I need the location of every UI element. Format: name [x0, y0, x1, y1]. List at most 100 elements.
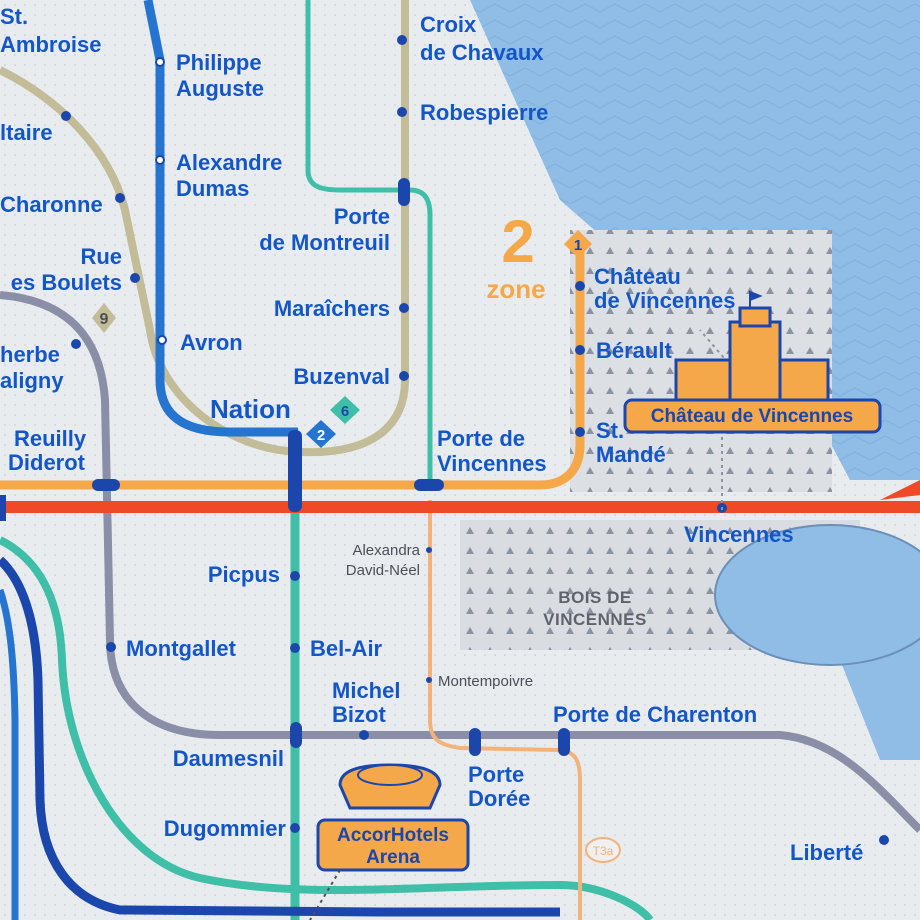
- station-label[interactable]: Philippe: [176, 50, 262, 75]
- station-label[interactable]: David-Néel: [346, 562, 420, 579]
- station-label[interactable]: Porte: [468, 762, 524, 787]
- teal-curve-lower-left: [0, 536, 654, 920]
- station-label[interactable]: ltaire: [0, 120, 53, 145]
- station-label[interactable]: Bérault: [596, 338, 672, 363]
- arena-label-line1: AccorHotels: [337, 825, 449, 846]
- vincennes-bar: [0, 495, 6, 521]
- bois-label-line2: VINCENNES: [543, 610, 647, 629]
- station-dot[interactable]: [426, 677, 432, 683]
- station-label[interactable]: Montempoivre: [438, 673, 533, 690]
- station-dot[interactable]: [130, 273, 140, 283]
- station-label[interactable]: Montgallet: [126, 636, 237, 661]
- station-label[interactable]: herbe: [0, 342, 60, 367]
- station-label[interactable]: Mandé: [596, 442, 666, 467]
- line-1-badge: 1: [564, 230, 592, 258]
- station-label[interactable]: Auguste: [176, 76, 264, 101]
- grey-line-9: [0, 291, 920, 833]
- station-label[interactable]: es Boulets: [11, 270, 122, 295]
- zone-label: zone: [486, 274, 545, 304]
- bel-air-transfer[interactable]: [290, 722, 302, 748]
- station-dot[interactable]: [155, 155, 165, 165]
- station-label[interactable]: Charonne: [0, 192, 103, 217]
- zone-number: 2: [501, 208, 534, 275]
- station-label[interactable]: Maraîchers: [274, 296, 390, 321]
- station-label-nation[interactable]: Nation: [210, 394, 291, 424]
- badge-text: 1: [574, 237, 582, 254]
- station-label[interactable]: Bizot: [332, 702, 386, 727]
- station-dot[interactable]: [157, 335, 167, 345]
- station-label[interactable]: Porte de: [437, 426, 525, 451]
- porte-doree-transfer[interactable]: [469, 728, 481, 756]
- station-dot[interactable]: [575, 345, 585, 355]
- station-label[interactable]: Diderot: [8, 450, 86, 475]
- station-label[interactable]: Dugommier: [164, 816, 287, 841]
- station-dot[interactable]: [399, 371, 409, 381]
- station-dot[interactable]: [399, 303, 409, 313]
- badge-text: 9: [100, 311, 109, 328]
- orange-line-1: [0, 245, 585, 490]
- station-dot[interactable]: [115, 193, 125, 203]
- station-label[interactable]: Daumesnil: [173, 746, 284, 771]
- station-label[interactable]: Rue: [80, 244, 122, 269]
- station-label[interactable]: Dorée: [468, 786, 530, 811]
- station-label[interactable]: de Chavaux: [420, 40, 544, 65]
- station-dot[interactable]: [879, 835, 889, 845]
- station-dot[interactable]: [106, 642, 116, 652]
- line-2-badge: 2: [306, 420, 336, 448]
- orange-tram-t3a: [428, 500, 582, 920]
- station-label[interactable]: de Montreuil: [259, 230, 390, 255]
- arena-landmark[interactable]: AccorHotels Arena: [309, 763, 470, 920]
- station-label[interactable]: Vincennes: [684, 522, 794, 547]
- station-label[interactable]: Buzenval: [293, 364, 390, 389]
- station-label[interactable]: Ambroise: [0, 32, 101, 57]
- station-label[interactable]: Alexandre: [176, 150, 282, 175]
- station-label[interactable]: de Vincennes: [594, 288, 735, 313]
- station-label[interactable]: Croix: [420, 12, 477, 37]
- station-dot[interactable]: [290, 823, 300, 833]
- line-6-badge: 6: [330, 396, 360, 424]
- station-dot[interactable]: [575, 427, 585, 437]
- station-label[interactable]: Liberté: [790, 840, 863, 865]
- navy-line-curve-2: [0, 588, 19, 920]
- station-label[interactable]: Picpus: [208, 562, 280, 587]
- station-dot[interactable]: [575, 281, 585, 291]
- line-9-badge: 9: [92, 303, 116, 333]
- lake: [714, 524, 920, 666]
- station-dot[interactable]: [61, 111, 71, 121]
- station-label[interactable]: Vincennes: [437, 451, 547, 476]
- station-label[interactable]: Porte de Charenton: [553, 702, 757, 727]
- station-label[interactable]: St.: [596, 418, 624, 443]
- badge-text: 6: [341, 403, 349, 420]
- station-dot[interactable]: [155, 57, 165, 67]
- station-label[interactable]: Avron: [180, 330, 243, 355]
- station-label[interactable]: Dumas: [176, 176, 249, 201]
- porte-de-vincennes-transfer[interactable]: [414, 479, 444, 491]
- station-dot[interactable]: [397, 107, 407, 117]
- station-label[interactable]: Michel: [332, 678, 400, 703]
- porte-de-montreuil-transfer[interactable]: [398, 178, 410, 206]
- nation-interchange[interactable]: [288, 430, 302, 512]
- badge-text: 2: [317, 427, 325, 444]
- station-label[interactable]: aligny: [0, 368, 64, 393]
- reuilly-transfer[interactable]: [92, 479, 120, 491]
- chateau-label: Château de Vincennes: [651, 406, 853, 427]
- teal-line-upper: [305, 0, 433, 485]
- station-dot[interactable]: [71, 339, 81, 349]
- blue-line-2: [143, 0, 298, 437]
- station-dot[interactable]: [359, 730, 369, 740]
- tram-t3a-badge: T3a: [585, 837, 621, 863]
- station-label[interactable]: Alexandra: [352, 542, 420, 559]
- station-dot[interactable]: [290, 571, 300, 581]
- station-label[interactable]: Robespierre: [420, 100, 548, 125]
- navy-line-curve: [0, 556, 560, 917]
- station-dot[interactable]: [426, 547, 432, 553]
- station-dot[interactable]: [397, 35, 407, 45]
- porte-charenton-transfer[interactable]: [558, 728, 570, 756]
- station-label[interactable]: Reuilly: [14, 426, 87, 451]
- station-label[interactable]: Porte: [334, 204, 390, 229]
- station-label[interactable]: Château: [594, 264, 681, 289]
- station-dot[interactable]: [290, 643, 300, 653]
- station-label[interactable]: Bel-Air: [310, 636, 383, 661]
- chateau-landmark[interactable]: Château de Vincennes: [623, 290, 882, 510]
- station-label[interactable]: St.: [0, 4, 28, 29]
